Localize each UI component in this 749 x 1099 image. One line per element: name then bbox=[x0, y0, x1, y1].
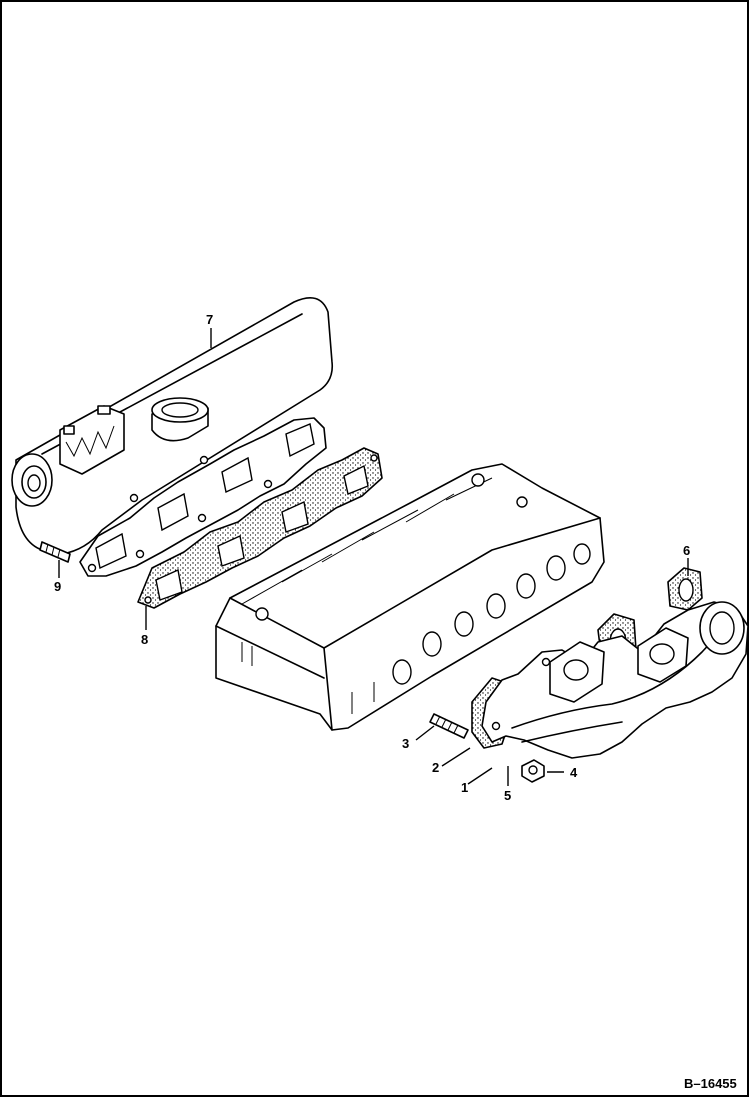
callout-4: 4 bbox=[570, 765, 578, 780]
callout-1: 1 bbox=[461, 780, 468, 795]
exhaust-nut bbox=[521, 759, 545, 783]
callout-5: 5 bbox=[504, 788, 511, 803]
callout-6: 6 bbox=[683, 543, 690, 558]
intake-manifold bbox=[11, 296, 334, 577]
callout-3: 3 bbox=[402, 736, 409, 751]
intake-manifold-gasket bbox=[137, 447, 383, 609]
cylinder-head bbox=[215, 463, 605, 731]
callout-8: 8 bbox=[141, 632, 148, 647]
leader-lines bbox=[58, 328, 689, 786]
callout-9: 9 bbox=[54, 579, 61, 594]
callout-2: 2 bbox=[432, 760, 439, 775]
exhaust-stud bbox=[429, 713, 469, 739]
exhaust-manifold bbox=[481, 601, 749, 759]
callout-labels: 1 2 3 4 5 6 7 8 9 bbox=[54, 312, 690, 803]
callout-7: 7 bbox=[206, 312, 213, 327]
stud-bolt-9 bbox=[39, 541, 71, 563]
figure-id: B–16455 bbox=[684, 1076, 737, 1091]
